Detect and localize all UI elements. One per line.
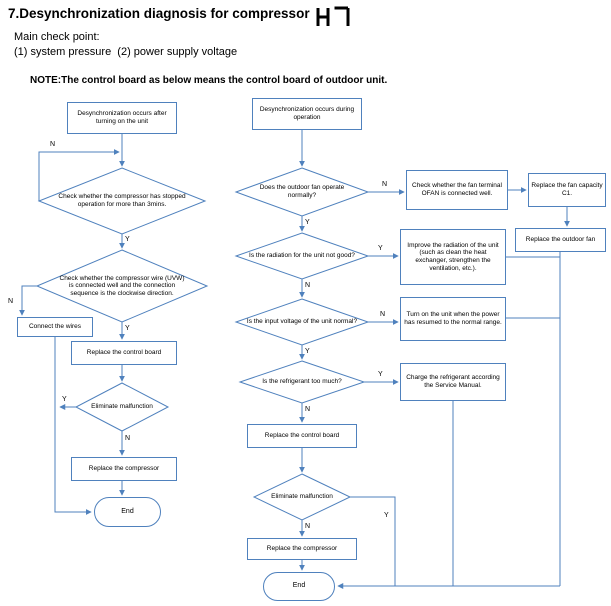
- node-charge-refrigerant: Charge the refrigerant according the Ser…: [400, 363, 506, 401]
- edge-label-y: Y: [125, 236, 130, 243]
- node-refrigerant: Is the refrigerant too much?: [262, 378, 342, 386]
- edge-label-n: N: [50, 141, 56, 148]
- flow-connectors: [19, 130, 570, 589]
- edge-label-y: Y: [125, 325, 130, 332]
- decision-diamonds: [35, 167, 370, 521]
- node-eliminate-left: Eliminate malfunction: [91, 403, 153, 411]
- edge-label-y: Y: [384, 512, 389, 519]
- node-check-stopped: Check whether the compressor has stopped…: [58, 193, 186, 208]
- edge-label-y: Y: [378, 245, 383, 252]
- node-replace-fan-capacity: Replace the fan capacity C1.: [528, 173, 606, 207]
- node-eliminate-right: Eliminate malfunction: [271, 493, 333, 501]
- note-text: NOTE:The control board as below means th…: [30, 75, 388, 86]
- node-check-ofan: Check whether the fan terminal OFAN is c…: [406, 170, 508, 210]
- edge-label-n: N: [380, 311, 386, 318]
- seven-segment-display-h7: [316, 6, 350, 26]
- node-improve-radiation: Improve the radiation of the unit (such …: [400, 229, 506, 285]
- edge-label-n: N: [8, 298, 14, 305]
- node-desync-after-turnon: Desynchronization occurs after turning o…: [67, 102, 177, 134]
- node-radiation: Is the radiation for the unit not good?: [249, 252, 355, 260]
- node-desync-during-operation: Desynchronization occurs during operatio…: [252, 98, 362, 130]
- node-replace-compressor-right: Replace the compressor: [247, 538, 357, 560]
- edge-label-n: N: [305, 282, 311, 289]
- node-end-left: End: [94, 497, 161, 527]
- segment-digit-h: [316, 8, 330, 26]
- node-connect-wires: Connect the wires: [17, 317, 93, 337]
- edge-label-y: Y: [305, 219, 310, 226]
- node-check-wire: Check whether the compressor wire (UVW) …: [59, 274, 185, 297]
- node-turn-on-unit: Turn on the unit when the power has resu…: [400, 297, 506, 341]
- edge-label-n: N: [382, 181, 388, 188]
- node-input-voltage: Is the input voltage of the unit normal?: [246, 318, 358, 326]
- main-check-point-label: Main check point:: [14, 31, 100, 43]
- node-replace-board-left: Replace the control board: [71, 341, 177, 365]
- segment-digit-7: [334, 6, 350, 26]
- node-fan-operate: Does the outdoor fan operate normally?: [259, 184, 345, 199]
- edge-label-n: N: [125, 435, 131, 442]
- node-end-right: End: [263, 572, 335, 601]
- node-replace-compressor-left: Replace the compressor: [71, 457, 177, 481]
- node-replace-board-right: Replace the control board: [247, 424, 357, 448]
- check-points-text: (1) system pressure (2) power supply vol…: [14, 46, 238, 58]
- header: 7.Desynchronization diagnosis for compre…: [0, 0, 611, 28]
- page-title: 7.Desynchronization diagnosis for compre…: [8, 6, 310, 21]
- edge-label-n: N: [305, 406, 311, 413]
- edge-label-n: N: [305, 523, 311, 530]
- edge-label-y: Y: [378, 371, 383, 378]
- edge-label-y: Y: [305, 348, 310, 355]
- node-replace-outdoor-fan: Replace the outdoor fan: [515, 228, 606, 252]
- edge-label-y: Y: [62, 396, 67, 403]
